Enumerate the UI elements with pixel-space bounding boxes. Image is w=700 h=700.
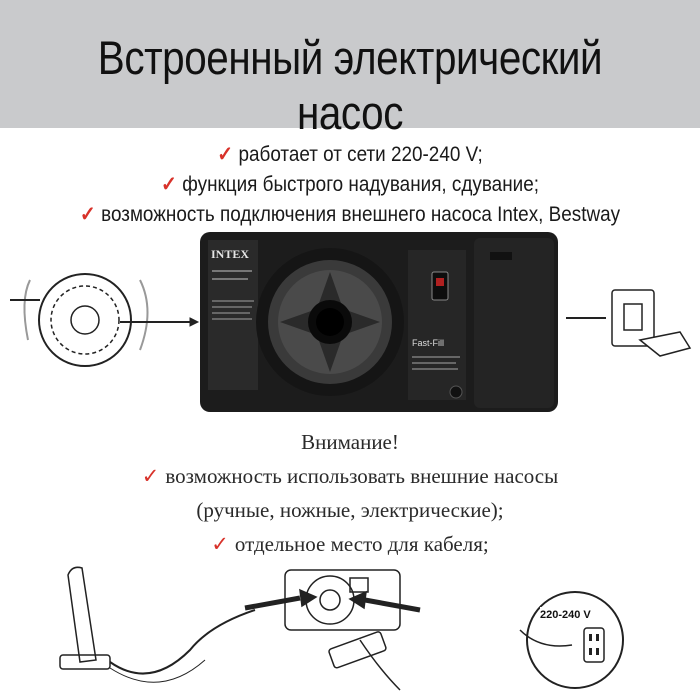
pump-cable-diagram bbox=[244, 569, 421, 691]
attention-line-1: ✓возможность использовать внешние насосы bbox=[141, 464, 559, 488]
pump-image: INTEX Fast-Fill bbox=[200, 232, 558, 412]
check-icon: ✓ bbox=[217, 143, 234, 166]
fast-fill-label: Fast-Fill bbox=[412, 338, 444, 348]
page-title: Встроенный электрический насос bbox=[97, 31, 603, 139]
valve-diagram-left bbox=[10, 273, 200, 367]
switch-diagram-right bbox=[566, 289, 692, 357]
check-icon: ✓ bbox=[141, 464, 160, 488]
attention-heading: Внимание! bbox=[301, 430, 399, 454]
feature-line-1: ✓работает от сети 220-240 V; bbox=[217, 143, 483, 166]
check-icon: ✓ bbox=[211, 532, 229, 556]
title-banner: Встроенный электрический насос bbox=[0, 0, 700, 139]
check-icon: ✓ bbox=[79, 203, 96, 226]
attention-line-2: (ручные, ножные, электрические); bbox=[196, 498, 504, 522]
voltage-label: 220-240 V bbox=[540, 609, 591, 621]
attention-line-3: ✓отдельное место для кабеля; bbox=[211, 532, 489, 556]
check-icon: ✓ bbox=[161, 173, 177, 196]
feature-line-2: ✓функция быстрого надувания, сдувание; bbox=[161, 173, 539, 196]
outlet-diagram: 220-240 V bbox=[519, 591, 624, 689]
feature-line-3: ✓возможность подключения внешнего насоса… bbox=[79, 203, 621, 226]
external-pump-drawing bbox=[59, 566, 256, 683]
brand-label: INTEX bbox=[211, 247, 249, 261]
